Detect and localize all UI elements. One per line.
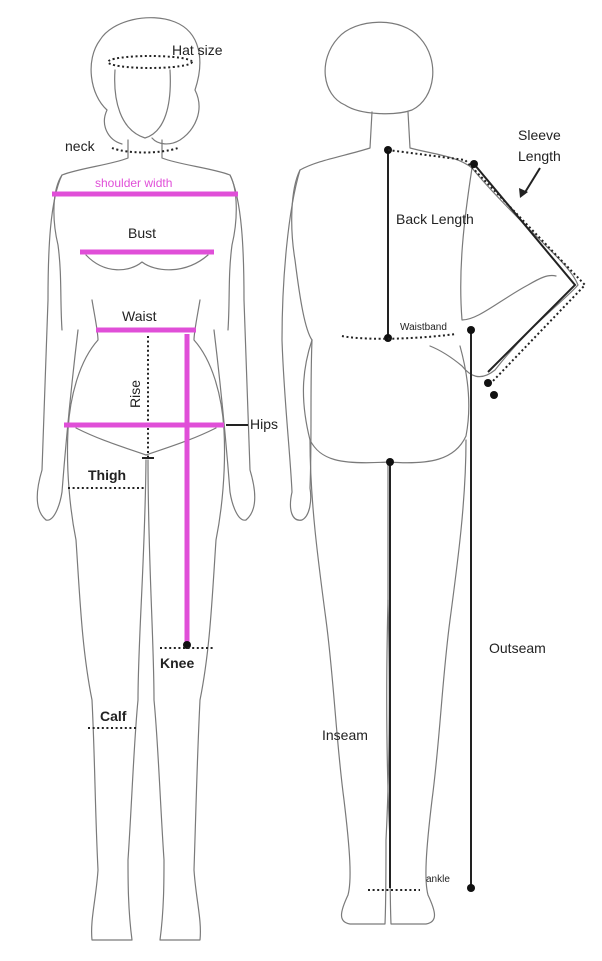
waist-label: Waist bbox=[122, 308, 157, 324]
front-hair-outline bbox=[90, 17, 201, 145]
neck-measure bbox=[111, 147, 179, 154]
back-figure bbox=[281, 21, 579, 925]
waistband-measure bbox=[341, 333, 457, 340]
back-left-arm-outline bbox=[281, 169, 313, 521]
sleeve-length-label-line1: Sleeve bbox=[518, 127, 561, 143]
front-left-arm-outline bbox=[36, 174, 79, 521]
front-underwear-outline bbox=[75, 427, 217, 456]
hips-label: Hips bbox=[250, 416, 278, 432]
hat-size-measure bbox=[107, 55, 193, 69]
ankle-label: ankle bbox=[426, 874, 450, 885]
hat-size-label: Hat size bbox=[172, 42, 223, 58]
back-left-leg-outline bbox=[309, 439, 390, 925]
calf-label: Calf bbox=[100, 708, 127, 724]
sleeve-length-label-line2: Length bbox=[518, 148, 561, 164]
outseam-bottom-point bbox=[467, 884, 475, 892]
knee-label: Knee bbox=[160, 655, 194, 671]
bust-label: Bust bbox=[128, 225, 156, 241]
thigh-label: Thigh bbox=[88, 467, 126, 483]
back-torso-outline bbox=[302, 339, 470, 464]
outseam-label: Outseam bbox=[489, 640, 546, 656]
front-torso-outline bbox=[53, 139, 237, 331]
front-figure bbox=[36, 17, 256, 941]
outseam-top-point bbox=[467, 326, 475, 334]
sleeve-pointer-arrow bbox=[519, 188, 528, 198]
sleeve-length-measure bbox=[473, 163, 577, 373]
sleeve-pointer bbox=[523, 167, 541, 195]
waistband-label: Waistband bbox=[400, 322, 447, 333]
neck-label: neck bbox=[65, 138, 96, 154]
sleeve-top-point bbox=[470, 160, 478, 168]
front-right-arm-outline bbox=[213, 174, 256, 521]
sleeve-wrist-point bbox=[484, 379, 492, 387]
rise-label: Rise bbox=[127, 380, 143, 408]
back-right-leg-outline bbox=[386, 439, 467, 925]
back-neck-outline bbox=[291, 111, 473, 341]
sleeve-length-outer-measure bbox=[387, 149, 587, 383]
inseam-label: Inseam bbox=[322, 727, 368, 743]
shoulder-width-label: shoulder width bbox=[95, 176, 172, 190]
back-length-label: Back Length bbox=[396, 211, 474, 227]
inseam-top-point bbox=[386, 458, 394, 466]
front-bust-outline bbox=[85, 254, 209, 271]
sleeve-end-point bbox=[490, 391, 498, 399]
front-face-outline bbox=[114, 69, 171, 139]
back-hair-outline bbox=[324, 21, 434, 115]
